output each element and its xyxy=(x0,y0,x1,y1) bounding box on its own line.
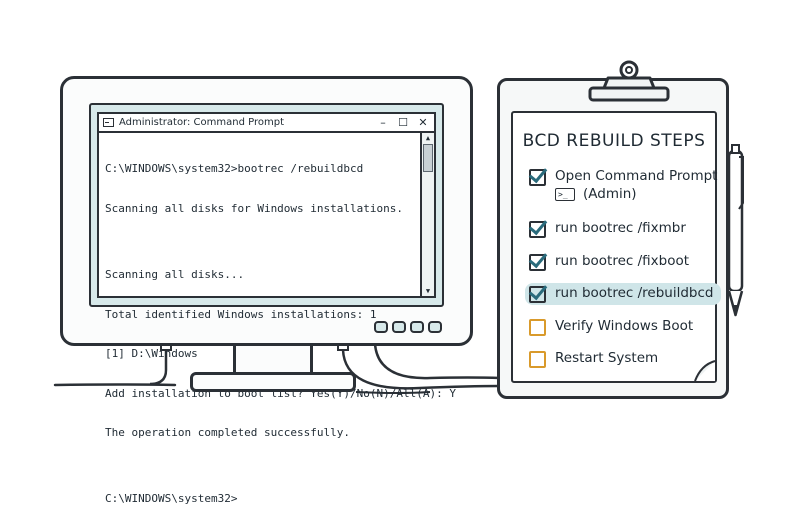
console-line: Total identified Windows installations: … xyxy=(105,307,377,321)
scroll-up-icon[interactable]: ▲ xyxy=(425,134,431,142)
command-prompt-window[interactable]: Administrator: Command Prompt – ☐ ✕ C:\W… xyxy=(97,112,456,505)
scroll-thumb[interactable] xyxy=(423,144,433,172)
monitor-button xyxy=(410,321,424,333)
step-label: run bootrec /fixboot xyxy=(555,253,690,269)
checklist-title: BCD REBUILD STEPS xyxy=(522,131,706,151)
monitor-button xyxy=(374,321,388,333)
vertical-scrollbar[interactable]: ▲ ▼ xyxy=(420,133,434,296)
checkbox-checked[interactable] xyxy=(528,248,548,271)
console-line: Scanning all disks for Windows installat… xyxy=(105,202,404,216)
monitor: Administrator: Command Prompt – ☐ ✕ C:\W… xyxy=(60,76,473,505)
step-label: run bootrec /rebuildbcd xyxy=(555,285,714,301)
checklist-step-fixmbr[interactable]: run bootrec /fixmbr xyxy=(528,215,686,238)
checklist-paper: BCD REBUILD STEPS Open Command Prompt >_… xyxy=(511,111,722,383)
checkmark-icon xyxy=(528,163,548,184)
checkbox-checked[interactable] xyxy=(528,215,548,238)
console-line: C:\WINDOWS\system32> xyxy=(105,492,238,506)
console-output[interactable]: C:\WINDOWS\system32>bootrec /rebuildbcd … xyxy=(99,133,456,505)
command-prompt-icon: >_ xyxy=(555,187,575,201)
step-label: Verify Windows Boot xyxy=(555,318,694,334)
monitor-screen: Administrator: Command Prompt – ☐ ✕ C:\W… xyxy=(89,103,456,505)
checklist-step-verify-boot[interactable]: Verify Windows Boot xyxy=(529,318,693,336)
checkbox-checked[interactable] xyxy=(528,280,548,303)
monitor-base xyxy=(190,372,356,392)
command-prompt-icon xyxy=(103,118,114,127)
checkmark-icon xyxy=(528,215,548,236)
checklist-step-fixboot[interactable]: run bootrec /fixboot xyxy=(528,248,690,271)
clipboard-clip xyxy=(588,60,670,102)
step-sublabel: (Admin) xyxy=(583,186,637,202)
window-titlebar[interactable]: Administrator: Command Prompt – ☐ ✕ xyxy=(99,114,434,133)
checkbox-checked[interactable] xyxy=(528,163,548,186)
cables xyxy=(53,341,501,394)
monitor-button xyxy=(428,321,442,333)
console-line: [1] D:\Windows xyxy=(105,347,198,361)
maximize-button[interactable]: ☐ xyxy=(398,116,408,129)
checklist-step-open-cmd[interactable]: Open Command Prompt >_ (Admin) xyxy=(528,163,718,202)
monitor-button xyxy=(392,321,406,333)
console-line: The operation completed successfully. xyxy=(105,426,351,440)
monitor-neck xyxy=(233,346,313,374)
scroll-down-icon[interactable]: ▼ xyxy=(425,287,431,295)
minimize-button[interactable]: – xyxy=(380,116,386,129)
clipboard: BCD REBUILD STEPS Open Command Prompt >_… xyxy=(497,78,729,399)
monitor-buttons xyxy=(374,321,442,333)
checkbox-unchecked[interactable] xyxy=(529,351,546,368)
checkmark-icon xyxy=(528,248,548,269)
illustration: Administrator: Command Prompt – ☐ ✕ C:\W… xyxy=(53,60,744,505)
page-curl xyxy=(693,359,716,382)
console-line: C:\WINDOWS\system32>bootrec /rebuildbcd xyxy=(105,162,364,176)
step-label: run bootrec /fixmbr xyxy=(555,220,686,236)
close-button[interactable]: ✕ xyxy=(418,116,428,129)
checkbox-unchecked[interactable] xyxy=(529,319,546,336)
step-label: Restart System xyxy=(555,350,659,366)
checklist-step-rebuildbcd[interactable]: run bootrec /rebuildbcd xyxy=(525,280,722,305)
checkmark-icon xyxy=(528,280,548,301)
console-line: Scanning all disks... xyxy=(105,268,245,282)
step-label: Open Command Prompt xyxy=(555,168,718,184)
pen-icon xyxy=(727,144,744,317)
window-title: Administrator: Command Prompt xyxy=(119,117,284,128)
checklist-step-restart[interactable]: Restart System xyxy=(529,350,658,368)
